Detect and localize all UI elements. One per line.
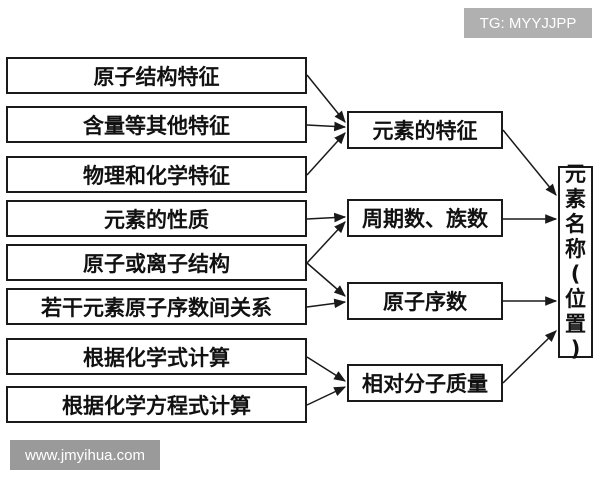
- arrow-13: [502, 330, 557, 384]
- arrow-1: [306, 74, 346, 123]
- right-char: 名: [565, 212, 586, 236]
- box-element-properties: 元素的性质: [6, 200, 307, 237]
- arrow-3: [306, 132, 346, 176]
- box-atom-ion-structure: 原子或离子结构: [6, 244, 307, 281]
- right-char: 称: [565, 237, 586, 261]
- right-char: 元: [565, 162, 586, 186]
- box-atomic-number: 原子序数: [347, 282, 503, 320]
- right-char: 置: [565, 312, 586, 336]
- box-equation-calculation: 根据化学方程式计算: [6, 386, 307, 423]
- box-abundance-other-features: 含量等其他特征: [6, 106, 307, 143]
- box-element-features: 元素的特征: [347, 111, 503, 149]
- box-relative-molecular-mass: 相对分子质量: [347, 364, 503, 402]
- box-atomic-number-relations: 若干元素原子序数间关系: [6, 288, 307, 325]
- box-period-group: 周期数、族数: [347, 199, 503, 237]
- box-formula-calculation: 根据化学式计算: [6, 338, 307, 375]
- arrow-6: [306, 262, 346, 297]
- arrow-5: [306, 221, 346, 264]
- right-char: (: [570, 262, 581, 286]
- watermark-bottom: www.jmyihua.com: [10, 440, 160, 470]
- arrow-2: [306, 121, 347, 132]
- arrow-9: [306, 386, 347, 406]
- box-atomic-structure-features: 原子结构特征: [6, 57, 307, 94]
- arrow-4: [306, 212, 347, 223]
- box-physical-chemical-features: 物理和化学特征: [6, 156, 307, 193]
- right-char: 位: [565, 287, 586, 311]
- box-element-name-position: 元 素 名 称 ( 位 置 ): [558, 162, 593, 361]
- arrow-10: [502, 129, 557, 196]
- arrow-8: [306, 356, 347, 382]
- right-char: 素: [565, 187, 586, 211]
- watermark-top: TG: MYYJJPP: [464, 8, 592, 38]
- right-char: ): [570, 337, 581, 361]
- arrow-7: [306, 298, 347, 309]
